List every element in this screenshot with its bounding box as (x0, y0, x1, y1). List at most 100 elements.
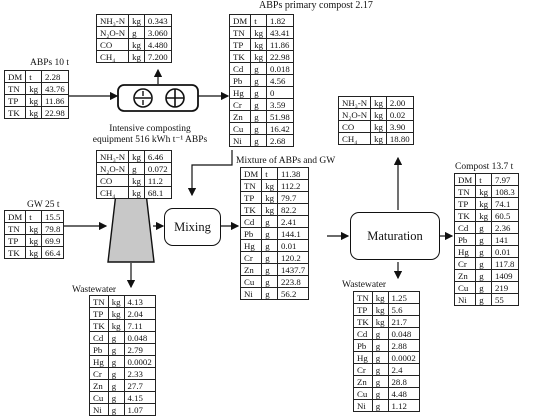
unit-cell: kg (128, 174, 145, 187)
param-cell: TP (89, 307, 109, 320)
value-cell: 6.46 (143, 150, 172, 163)
unit-cell: t (25, 70, 42, 83)
unit-cell: g (371, 375, 389, 388)
mixing-label: Mixing (174, 219, 211, 234)
param-cell: TP (353, 303, 373, 316)
value-cell: 28.8 (387, 375, 420, 388)
param-cell: CH₄ (95, 50, 130, 63)
unit-cell: kg (370, 96, 387, 109)
unit-cell: kg (371, 303, 389, 316)
param-cell: N₂O-N (95, 162, 130, 175)
param-cell: Cr (89, 367, 109, 380)
value-cell: 0 (265, 86, 294, 99)
unit-cell: t (250, 14, 267, 27)
param-cell: CH₄ (337, 132, 372, 145)
param-cell: Ni (239, 287, 263, 300)
unit-cell: g (475, 233, 492, 246)
unit-cell: g (128, 162, 145, 175)
unit-cell: g (261, 275, 278, 288)
param-cell: NH₃-N (95, 150, 130, 163)
maturation-box: Maturation (350, 212, 440, 260)
value-cell: 11.86 (265, 38, 294, 51)
param-cell: TP (239, 191, 263, 204)
param-cell: Cu (239, 275, 263, 288)
unit-cell: kg (25, 106, 42, 119)
unit-cell: g (371, 387, 389, 400)
param-cell: Ni (89, 403, 109, 416)
param-cell: Zn (239, 263, 263, 276)
param-cell: Cr (239, 251, 263, 264)
compost-label: Compost 13.7 t (455, 162, 514, 172)
unit-cell: kg (107, 295, 125, 308)
value-cell: 55 (490, 293, 519, 306)
value-cell: 0.02 (385, 108, 414, 121)
param-cell: Cu (453, 281, 477, 294)
unit-cell: g (107, 367, 125, 380)
value-cell: 22.98 (40, 106, 69, 119)
value-cell: 68.1 (143, 186, 172, 199)
value-cell: 0.048 (123, 331, 156, 344)
unit-cell: kg (370, 132, 387, 145)
param-cell: TN (353, 291, 373, 304)
unit-cell: kg (475, 197, 492, 210)
composting-equipment-icon (117, 84, 199, 112)
value-cell: 108.3 (490, 185, 519, 198)
param-cell: Hg (228, 86, 252, 99)
value-cell: 4.13 (123, 295, 156, 308)
param-cell: Pb (228, 74, 252, 87)
value-cell: 4.48 (387, 387, 420, 400)
value-cell: 43.41 (265, 26, 294, 39)
value-cell: 144.1 (276, 227, 310, 240)
value-cell: 1.25 (387, 291, 420, 304)
value-cell: 15.5 (40, 210, 65, 223)
param-cell: NH₃-N (337, 96, 372, 109)
unit-cell: g (475, 245, 492, 258)
unit-cell: kg (128, 186, 145, 199)
unit-cell: kg (25, 246, 42, 259)
param-cell: Ni (453, 293, 477, 306)
unit-cell: kg (261, 179, 278, 192)
mixing-box: Mixing (164, 208, 221, 246)
param-cell: CH₄ (95, 186, 130, 199)
param-cell: TP (3, 94, 27, 107)
param-cell: DM (228, 14, 252, 27)
unit-cell: g (261, 287, 278, 300)
value-cell: 4.15 (123, 391, 156, 404)
param-cell: DM (3, 70, 27, 83)
value-cell: 2.79 (123, 343, 156, 356)
param-cell: CO (337, 120, 372, 133)
param-cell: Cd (89, 331, 109, 344)
value-cell: 1437.7 (276, 263, 310, 276)
unit-cell: kg (250, 50, 267, 63)
